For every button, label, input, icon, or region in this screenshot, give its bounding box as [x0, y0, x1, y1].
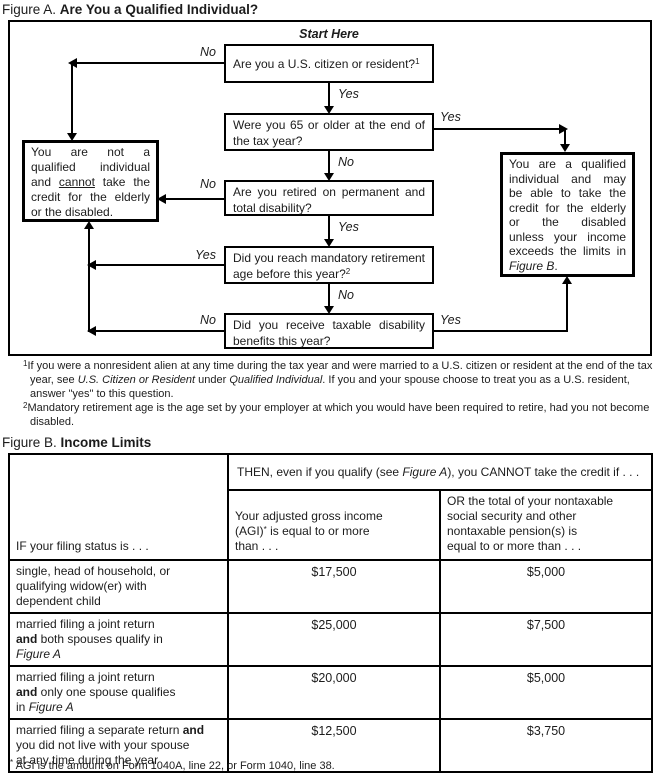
filing-status-header-cell: IF your filing status is . . .	[8, 453, 229, 561]
connector-q2-yes-arrowhead	[560, 144, 570, 152]
agi-value: $20,000	[227, 665, 441, 720]
label-q5-no: No	[200, 313, 216, 327]
connector-q4-no-arrowhead	[324, 306, 334, 314]
connector-q1-no-hline	[76, 62, 224, 64]
figure-b-title-text: Income Limits	[60, 435, 152, 450]
footnote-1: 1If you were a nonresident alien at any …	[23, 359, 653, 400]
connector-q2-yes-vline	[564, 129, 566, 145]
connector-q2-yes-corner-arrowhead	[559, 124, 568, 134]
pension-value: $5,000	[439, 665, 653, 720]
connector-q2-yes-hline	[434, 128, 560, 130]
pension-value: $5,000	[439, 559, 653, 614]
connector-left-riser-line	[88, 228, 90, 332]
connector-left-riser-arrowhead	[84, 221, 94, 229]
connector-q5-no-arrowhead	[87, 326, 96, 336]
then-header-cell: THEN, even if you qualify (see Figure A)…	[227, 453, 653, 491]
income-limits-table: IF your filing status is . . . THEN, eve…	[8, 453, 654, 773]
connector-q1-no-arrowhead	[67, 133, 77, 141]
connector-q1-yes-arrowhead	[324, 106, 334, 114]
label-q4-yes: Yes	[195, 248, 216, 262]
connector-q4-yes-hline	[95, 264, 224, 266]
connector-q4-no-line	[328, 283, 330, 307]
connector-q4-yes-arrowhead	[87, 260, 96, 270]
connector-q1-yes-line	[328, 83, 330, 107]
agi-header-cell: Your adjusted gross income(AGI)* is equa…	[227, 489, 441, 561]
connector-q3-yes-line	[328, 215, 330, 240]
label-q5-yes: Yes	[440, 313, 461, 327]
label-q2-yes: Yes	[440, 110, 461, 124]
connector-q5-yes-hline	[434, 330, 568, 332]
label-q2-no: No	[338, 155, 354, 169]
agi-footnote: * AGI is the amount on Form 1040A, line …	[10, 758, 335, 772]
question-box-citizen: Are you a U.S. citizen or resident?1	[224, 44, 434, 83]
figure-a-footnotes: 1If you were a nonresident alien at any …	[10, 359, 656, 429]
connector-q3-no-hline	[165, 198, 224, 200]
connector-q2-no-line	[328, 150, 330, 174]
label-q4-no: No	[338, 288, 354, 302]
start-here-label: Start Here	[299, 27, 359, 41]
label-q3-yes: Yes	[338, 220, 359, 234]
label-q3-no: No	[200, 177, 216, 191]
connector-q5-yes-arrowhead	[562, 276, 572, 284]
connector-q5-no-hline	[95, 330, 224, 332]
figure-a-title-text: Are You a Qualified Individual?	[59, 2, 259, 17]
connector-q5-yes-vline	[566, 283, 568, 332]
label-q1-yes: Yes	[338, 87, 359, 101]
flowchart-figure-a: Start Here Are you a U.S. citizen or res…	[8, 20, 652, 356]
figure-b-title-prefix: Figure B.	[2, 435, 57, 450]
agi-value: $25,000	[227, 612, 441, 667]
agi-value: $12,500	[227, 718, 441, 773]
pension-value: $7,500	[439, 612, 653, 667]
figure-b-title: Figure B. Income Limits	[2, 435, 151, 450]
agi-value: $17,500	[227, 559, 441, 614]
figure-a-title-prefix: Figure A.	[2, 2, 57, 17]
connector-q2-no-arrowhead	[324, 173, 334, 181]
label-q1-no: No	[200, 45, 216, 59]
connector-q3-yes-arrowhead	[324, 239, 334, 247]
footnote-2: 2Mandatory retirement age is the age set…	[23, 401, 650, 428]
pension-value: $3,750	[439, 718, 653, 773]
figure-a-title: Figure A. Are You a Qualified Individual…	[2, 2, 258, 17]
connector-q3-no-arrowhead	[157, 194, 166, 204]
connector-q1-no-vline	[71, 63, 73, 133]
